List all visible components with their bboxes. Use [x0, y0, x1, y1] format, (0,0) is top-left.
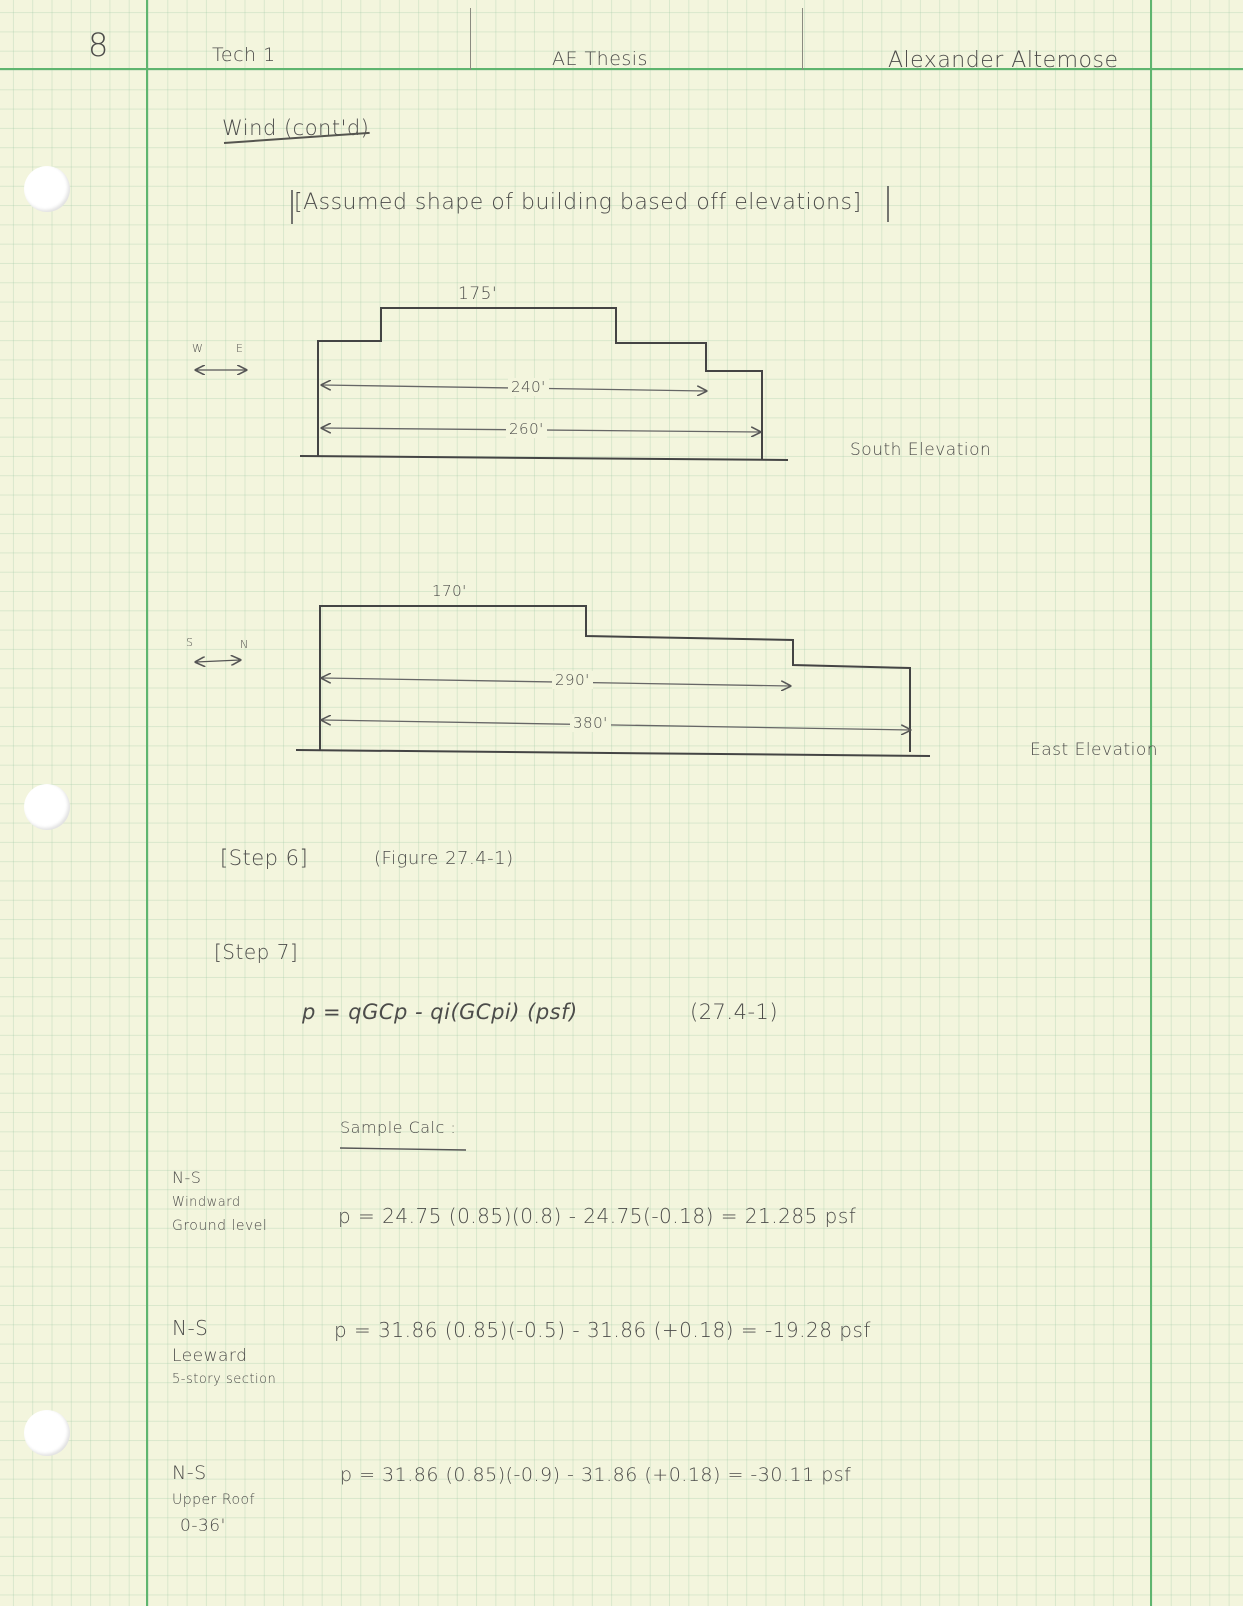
- east-elevation-outline: [295, 605, 931, 757]
- header-divider-2: [802, 8, 803, 70]
- calc-1-label: N-S Windward Ground level: [172, 1168, 267, 1234]
- calc-2-label: N-S Leeward 5-story section: [172, 1316, 276, 1387]
- east-dim-lines: [322, 678, 910, 730]
- step7-equation: p = qGCp - qi(GCpi) (psf): [302, 1000, 578, 1024]
- south-dir-e: E: [236, 342, 244, 355]
- south-dim-mid: 240': [508, 378, 549, 396]
- east-dir-s: S: [186, 636, 194, 649]
- south-dim-bottom: 260': [506, 420, 547, 438]
- calc-1-label-line-3: Ground level: [172, 1218, 268, 1234]
- binder-hole-top: [24, 166, 70, 212]
- east-dim-top: 170': [432, 582, 467, 600]
- bracket-marks: [291, 186, 889, 224]
- calc-3-label: N-S Upper Roof 0-36': [172, 1462, 255, 1536]
- sample-calc-underline: [339, 1147, 467, 1151]
- header-subject: Tech 1: [212, 44, 276, 66]
- binder-hole-middle: [24, 784, 70, 830]
- east-elevation-label: East Elevation: [1030, 740, 1159, 760]
- step6-label: [Step 6]: [220, 846, 309, 870]
- left-margin-line: [146, 0, 148, 1606]
- calc-2-label-line-1: N-S: [172, 1316, 209, 1340]
- calc-1-label-line-2: Windward: [172, 1195, 241, 1210]
- sample-calc-label: Sample Calc :: [340, 1118, 457, 1137]
- calc-3-label-line-1: N-S: [172, 1462, 207, 1484]
- south-elevation-label: South Elevation: [850, 440, 992, 460]
- step7-label: [Step 7]: [214, 940, 299, 964]
- calc-3-formula: p = 31.86 (0.85)(-0.9) - 31.86 (+0.18) =…: [340, 1464, 852, 1486]
- calc-2-label-line-3: 5-story section: [172, 1372, 277, 1387]
- calc-1-formula: p = 24.75 (0.85)(0.8) - 24.75(-0.18) = 2…: [338, 1204, 857, 1228]
- header-course: AE Thesis: [552, 48, 648, 70]
- assumption-note: [Assumed shape of building based off ele…: [294, 190, 862, 215]
- south-elevation-outline: [299, 307, 789, 461]
- header-divider-1: [470, 8, 471, 70]
- step6-ref: (Figure 27.4-1): [374, 848, 514, 869]
- header-rule: [0, 68, 1243, 70]
- east-dir-n: N: [240, 638, 249, 651]
- header-author: Alexander Altemose: [888, 48, 1119, 73]
- calc-2-label-line-2: Leeward: [172, 1346, 248, 1366]
- sn-arrow: [196, 660, 240, 662]
- page-number: 8: [88, 26, 109, 64]
- calc-2-formula: p = 31.86 (0.85)(-0.5) - 31.86 (+0.18) =…: [334, 1318, 871, 1342]
- calc-1-label-line-1: N-S: [172, 1168, 202, 1187]
- right-margin-line: [1150, 0, 1152, 1606]
- east-dim-mid: 290': [552, 671, 593, 689]
- binder-hole-bottom: [24, 1410, 70, 1456]
- south-dir-w: W: [192, 342, 204, 355]
- east-dim-bottom: 380': [570, 714, 611, 732]
- calc-3-label-line-3: 0-36': [180, 1516, 226, 1536]
- step7-eq-ref: (27.4-1): [690, 1000, 779, 1024]
- calc-3-label-line-2: Upper Roof: [172, 1492, 255, 1508]
- south-dim-top: 175': [458, 284, 498, 304]
